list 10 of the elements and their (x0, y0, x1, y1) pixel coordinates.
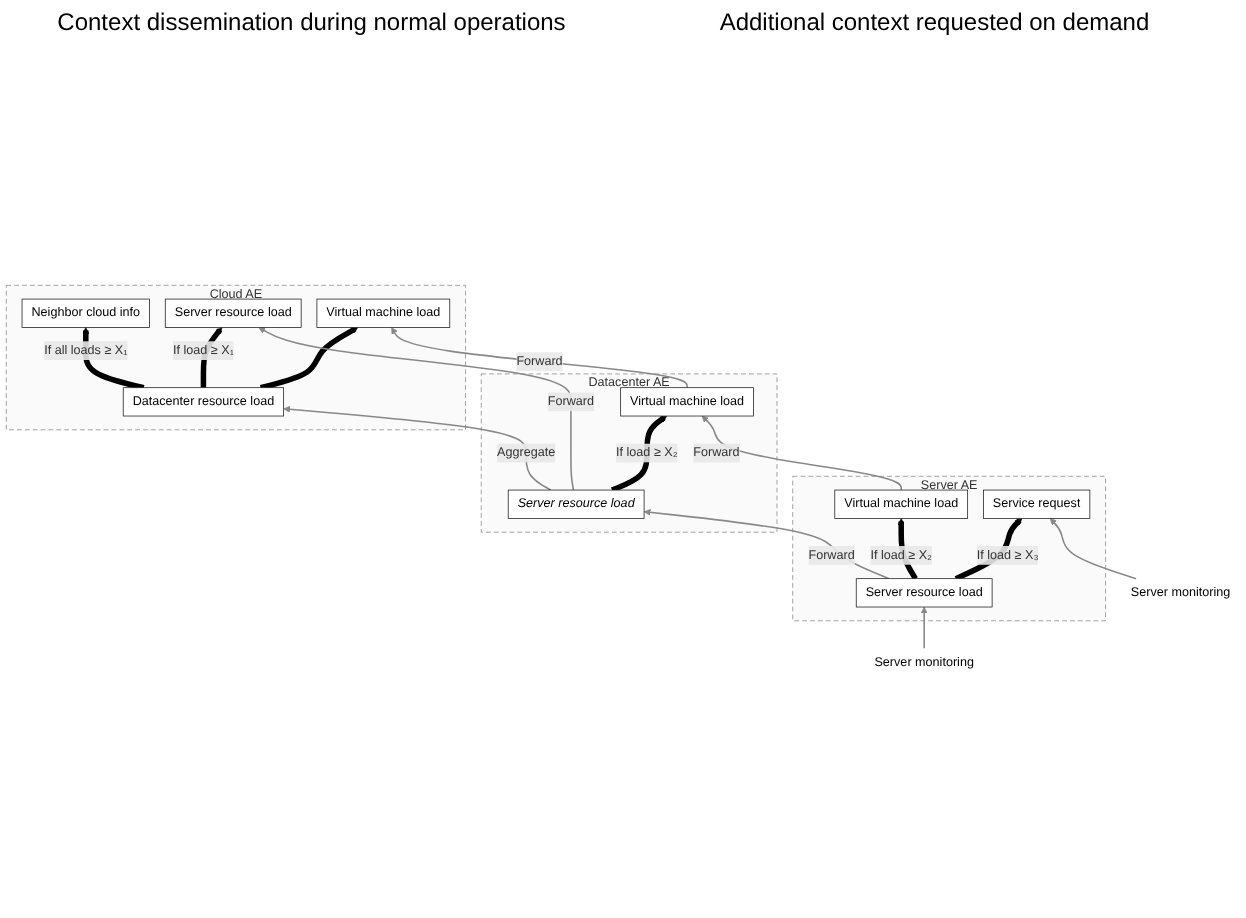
arrow (259, 326, 359, 391)
column-heading: Context dissemination during normal operations (55, 8, 568, 36)
arrow (920, 606, 928, 650)
arrow (701, 415, 902, 491)
arrow (283, 405, 552, 491)
arrow (643, 508, 890, 580)
arrow (258, 327, 575, 491)
arrow (391, 327, 688, 389)
arrow (1049, 518, 1137, 580)
column-heading: Additional context requested on demand (717, 8, 1152, 36)
